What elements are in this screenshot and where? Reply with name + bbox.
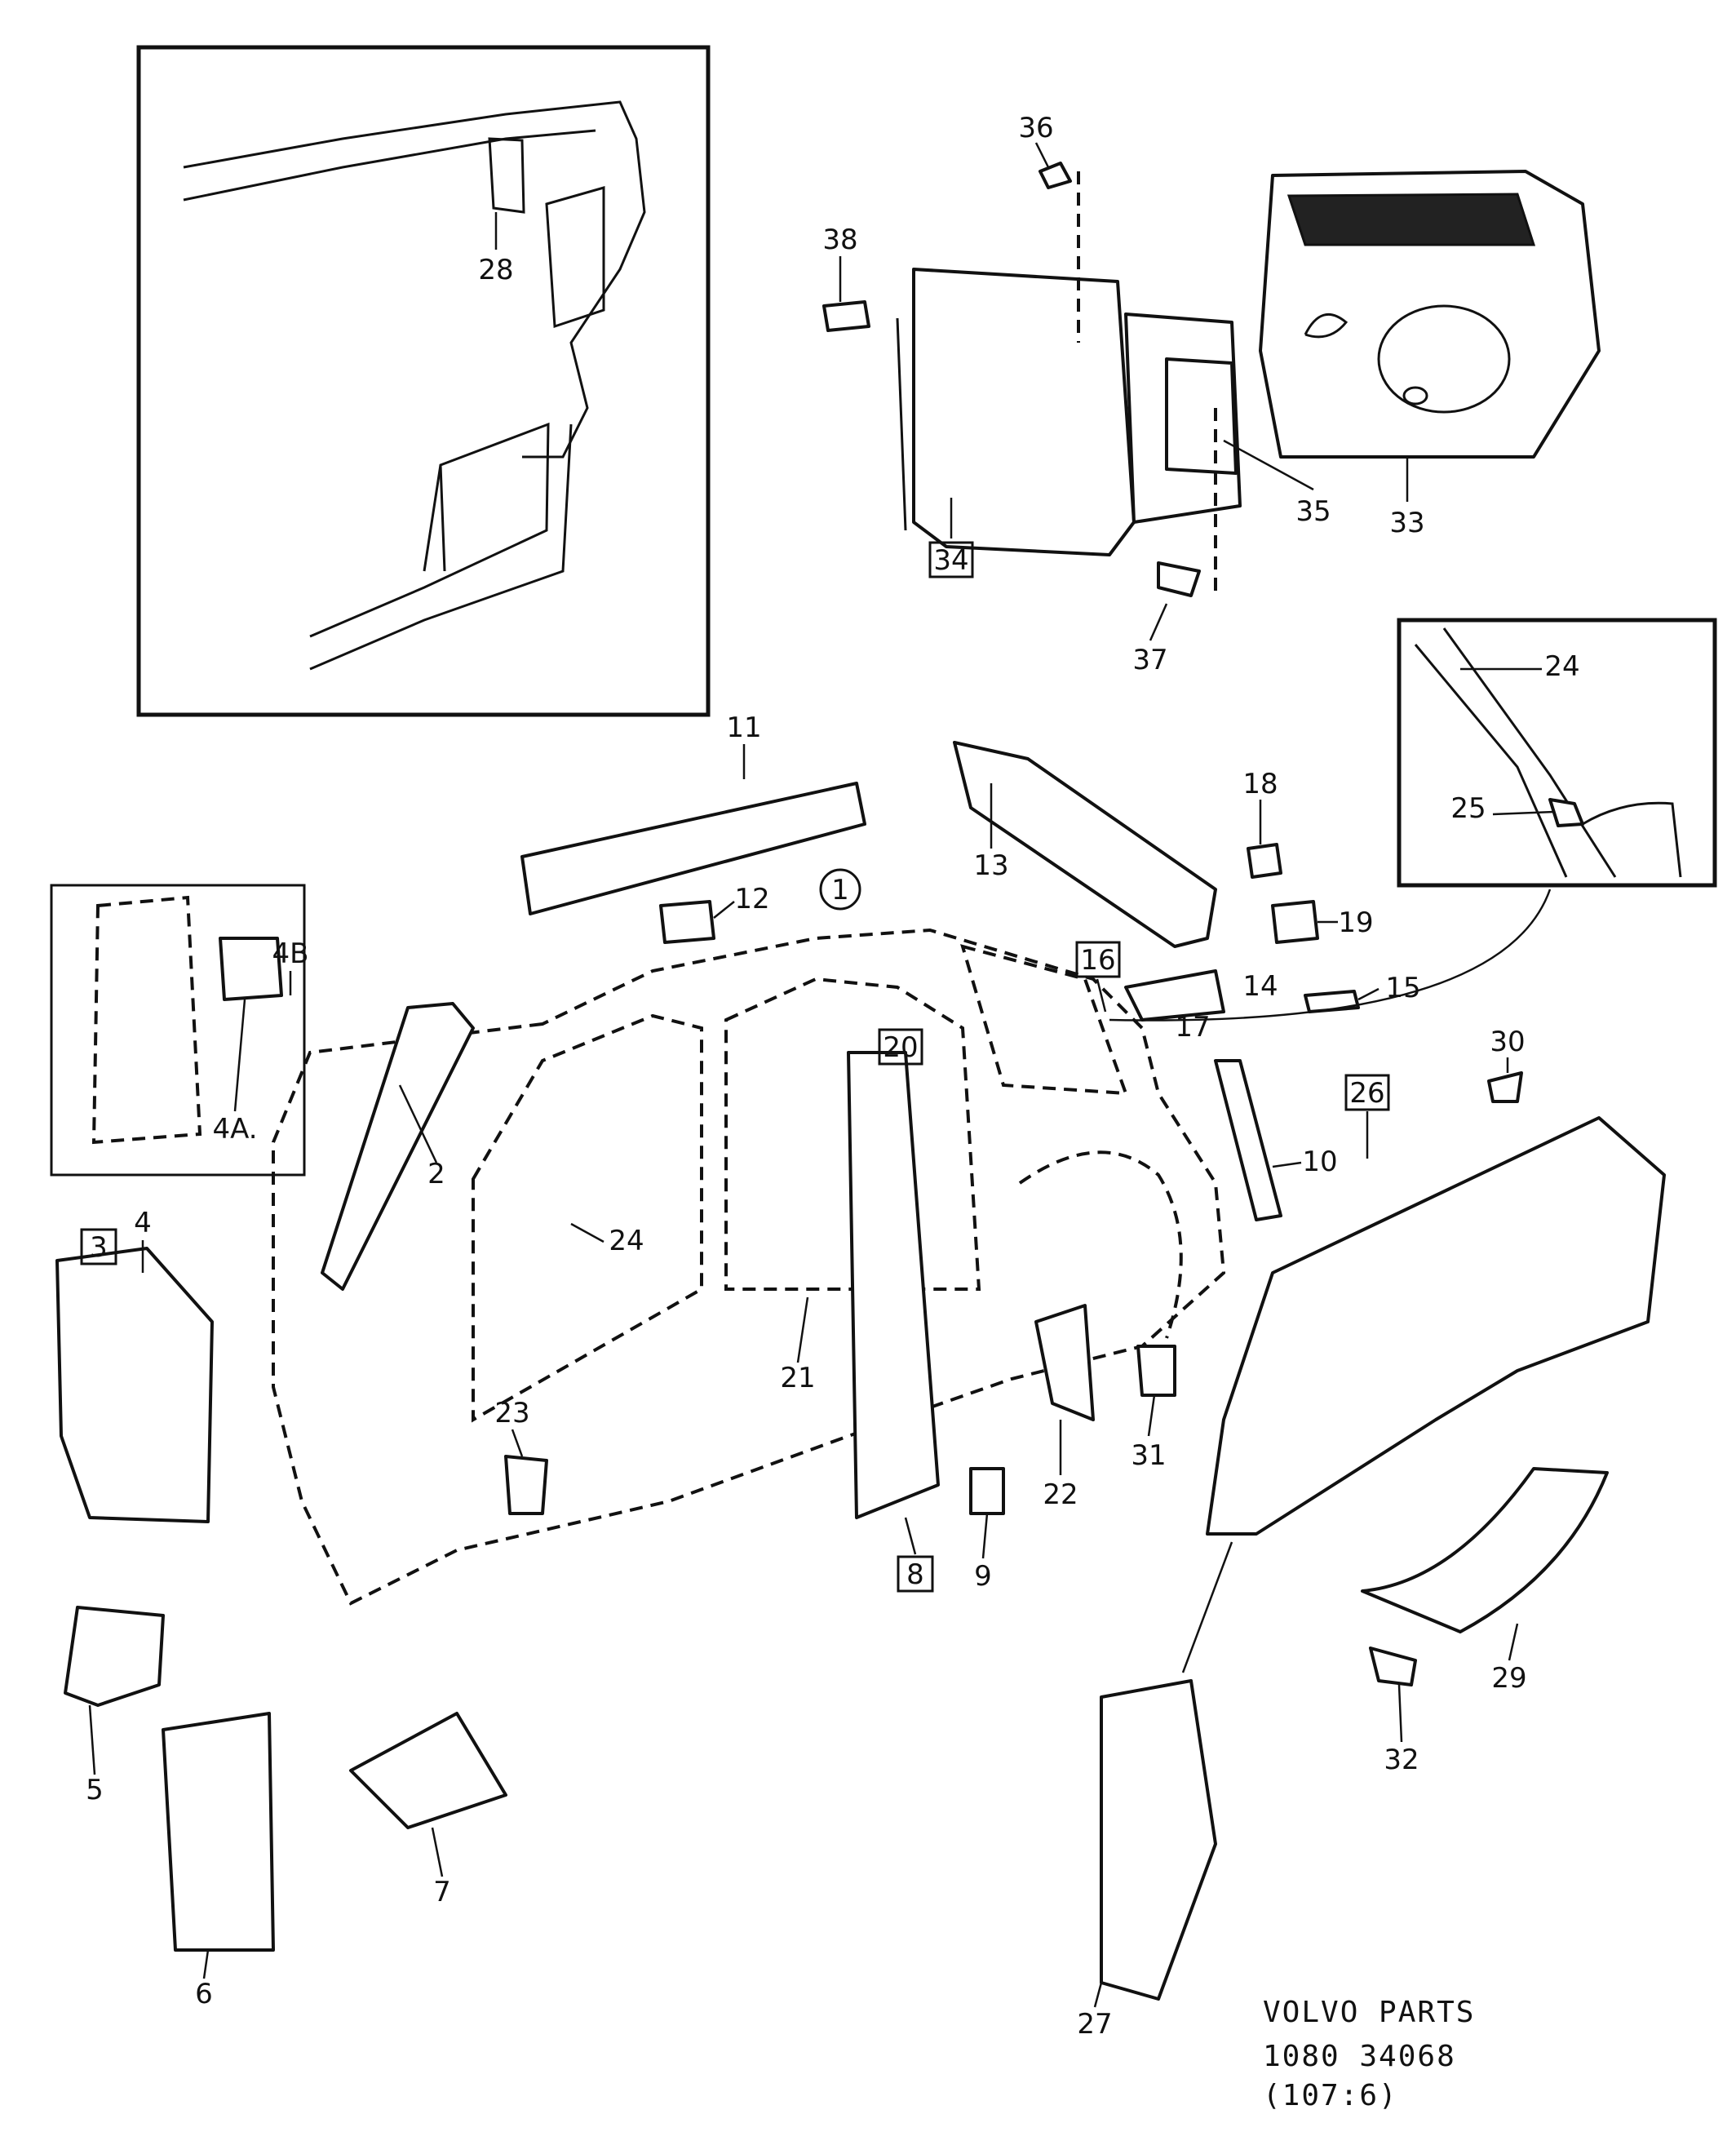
callout-4a: 4A. <box>212 1113 257 1146</box>
callout-22: 22 <box>1043 1478 1078 1511</box>
callout-24-inset: 24 <box>1544 650 1579 683</box>
callout-circle-1 <box>819 868 861 911</box>
part-29 <box>1361 1467 1609 1633</box>
callout-18: 18 <box>1242 768 1278 800</box>
callout-37: 37 <box>1132 644 1167 676</box>
callout-box-20 <box>878 1028 923 1066</box>
callout-9: 9 <box>974 1560 992 1593</box>
part-7 <box>349 1712 507 1829</box>
part-13 <box>953 741 1217 948</box>
callout-12: 12 <box>734 883 769 915</box>
part-8 <box>847 1051 940 1519</box>
part-10 <box>1214 1059 1282 1221</box>
part-30 <box>1487 1071 1523 1103</box>
footer-brand: VOLVO PARTS <box>1263 1996 1476 2029</box>
callout-4: 4 <box>134 1207 152 1239</box>
callout-8: 8 <box>906 1558 924 1591</box>
callout-7: 7 <box>433 1876 451 1908</box>
part-2 <box>321 1002 475 1291</box>
inset-box-4 <box>50 884 306 1177</box>
part-23 <box>504 1455 548 1515</box>
part-22 <box>1034 1304 1095 1421</box>
callout-36: 36 <box>1018 112 1053 144</box>
part-18 <box>1247 843 1282 879</box>
callout-34: 34 <box>933 544 968 577</box>
callout-24: 24 <box>609 1225 644 1257</box>
callout-23: 23 <box>494 1397 529 1429</box>
callout-25: 25 <box>1450 792 1486 825</box>
part-9 <box>969 1467 1005 1515</box>
callout-4b: 4B <box>272 937 309 970</box>
callout-19: 19 <box>1338 906 1373 939</box>
part-31 <box>1136 1345 1176 1397</box>
part-12 <box>659 900 715 944</box>
inset-rear-panel <box>136 45 711 717</box>
callout-15: 15 <box>1385 972 1420 1004</box>
part-5 <box>64 1606 165 1707</box>
callout-5: 5 <box>86 1774 104 1806</box>
callout-16: 16 <box>1080 944 1115 977</box>
arrow-27 <box>1181 1541 1233 1673</box>
callout-labels: 1 2 3 4 4A. 4B 5 6 7 8 9 10 11 12 13 14 … <box>80 112 1580 2041</box>
part-11 <box>520 782 866 915</box>
callout-26: 26 <box>1349 1077 1384 1110</box>
callout-3: 3 <box>90 1231 108 1264</box>
part-19 <box>1271 900 1319 944</box>
leader-lines <box>88 142 1555 2008</box>
callout-32: 32 <box>1384 1744 1419 1776</box>
callout-box-16 <box>1075 941 1121 978</box>
footer-sub: (107:6) <box>1263 2079 1398 2112</box>
part-26 <box>1206 1116 1666 1536</box>
callout-38: 38 <box>822 224 857 256</box>
callout-28: 28 <box>478 254 513 286</box>
callout-29: 29 <box>1491 1662 1526 1695</box>
part-6 <box>162 1712 275 1952</box>
callout-11: 11 <box>726 711 761 744</box>
callout-6: 6 <box>195 1978 213 2010</box>
part-32 <box>1369 1647 1417 1686</box>
callout-21: 21 <box>780 1362 815 1394</box>
callout-14: 14 <box>1242 970 1278 1003</box>
callout-33: 33 <box>1389 507 1424 539</box>
callout-20: 20 <box>883 1031 918 1064</box>
part-4-inset <box>219 937 283 1001</box>
part-27 <box>1100 1679 1217 2001</box>
inset-pillar-seal <box>1397 618 1717 888</box>
fuel-filler-assembly <box>822 162 1601 597</box>
footer-code: 1080 34068 <box>1263 2040 1456 2073</box>
callout-2: 2 <box>427 1158 445 1190</box>
callout-box-8 <box>897 1555 934 1593</box>
callout-10: 10 <box>1302 1146 1337 1178</box>
callout-35: 35 <box>1295 495 1331 528</box>
callout-box-3 <box>80 1228 117 1265</box>
callout-30: 30 <box>1490 1026 1525 1058</box>
callout-17: 17 <box>1175 1011 1210 1044</box>
callout-27: 27 <box>1077 2008 1112 2041</box>
part-3 <box>55 1247 214 1523</box>
callout-box-26 <box>1344 1074 1390 1111</box>
callout-1: 1 <box>831 874 849 906</box>
callout-13: 13 <box>973 849 1008 882</box>
arrow-inset-pillar <box>1109 889 1552 1022</box>
inset-4-panel <box>91 895 202 1145</box>
callout-31: 31 <box>1131 1439 1166 1472</box>
part-14 <box>1124 969 1225 1022</box>
callout-box-34 <box>928 541 974 578</box>
